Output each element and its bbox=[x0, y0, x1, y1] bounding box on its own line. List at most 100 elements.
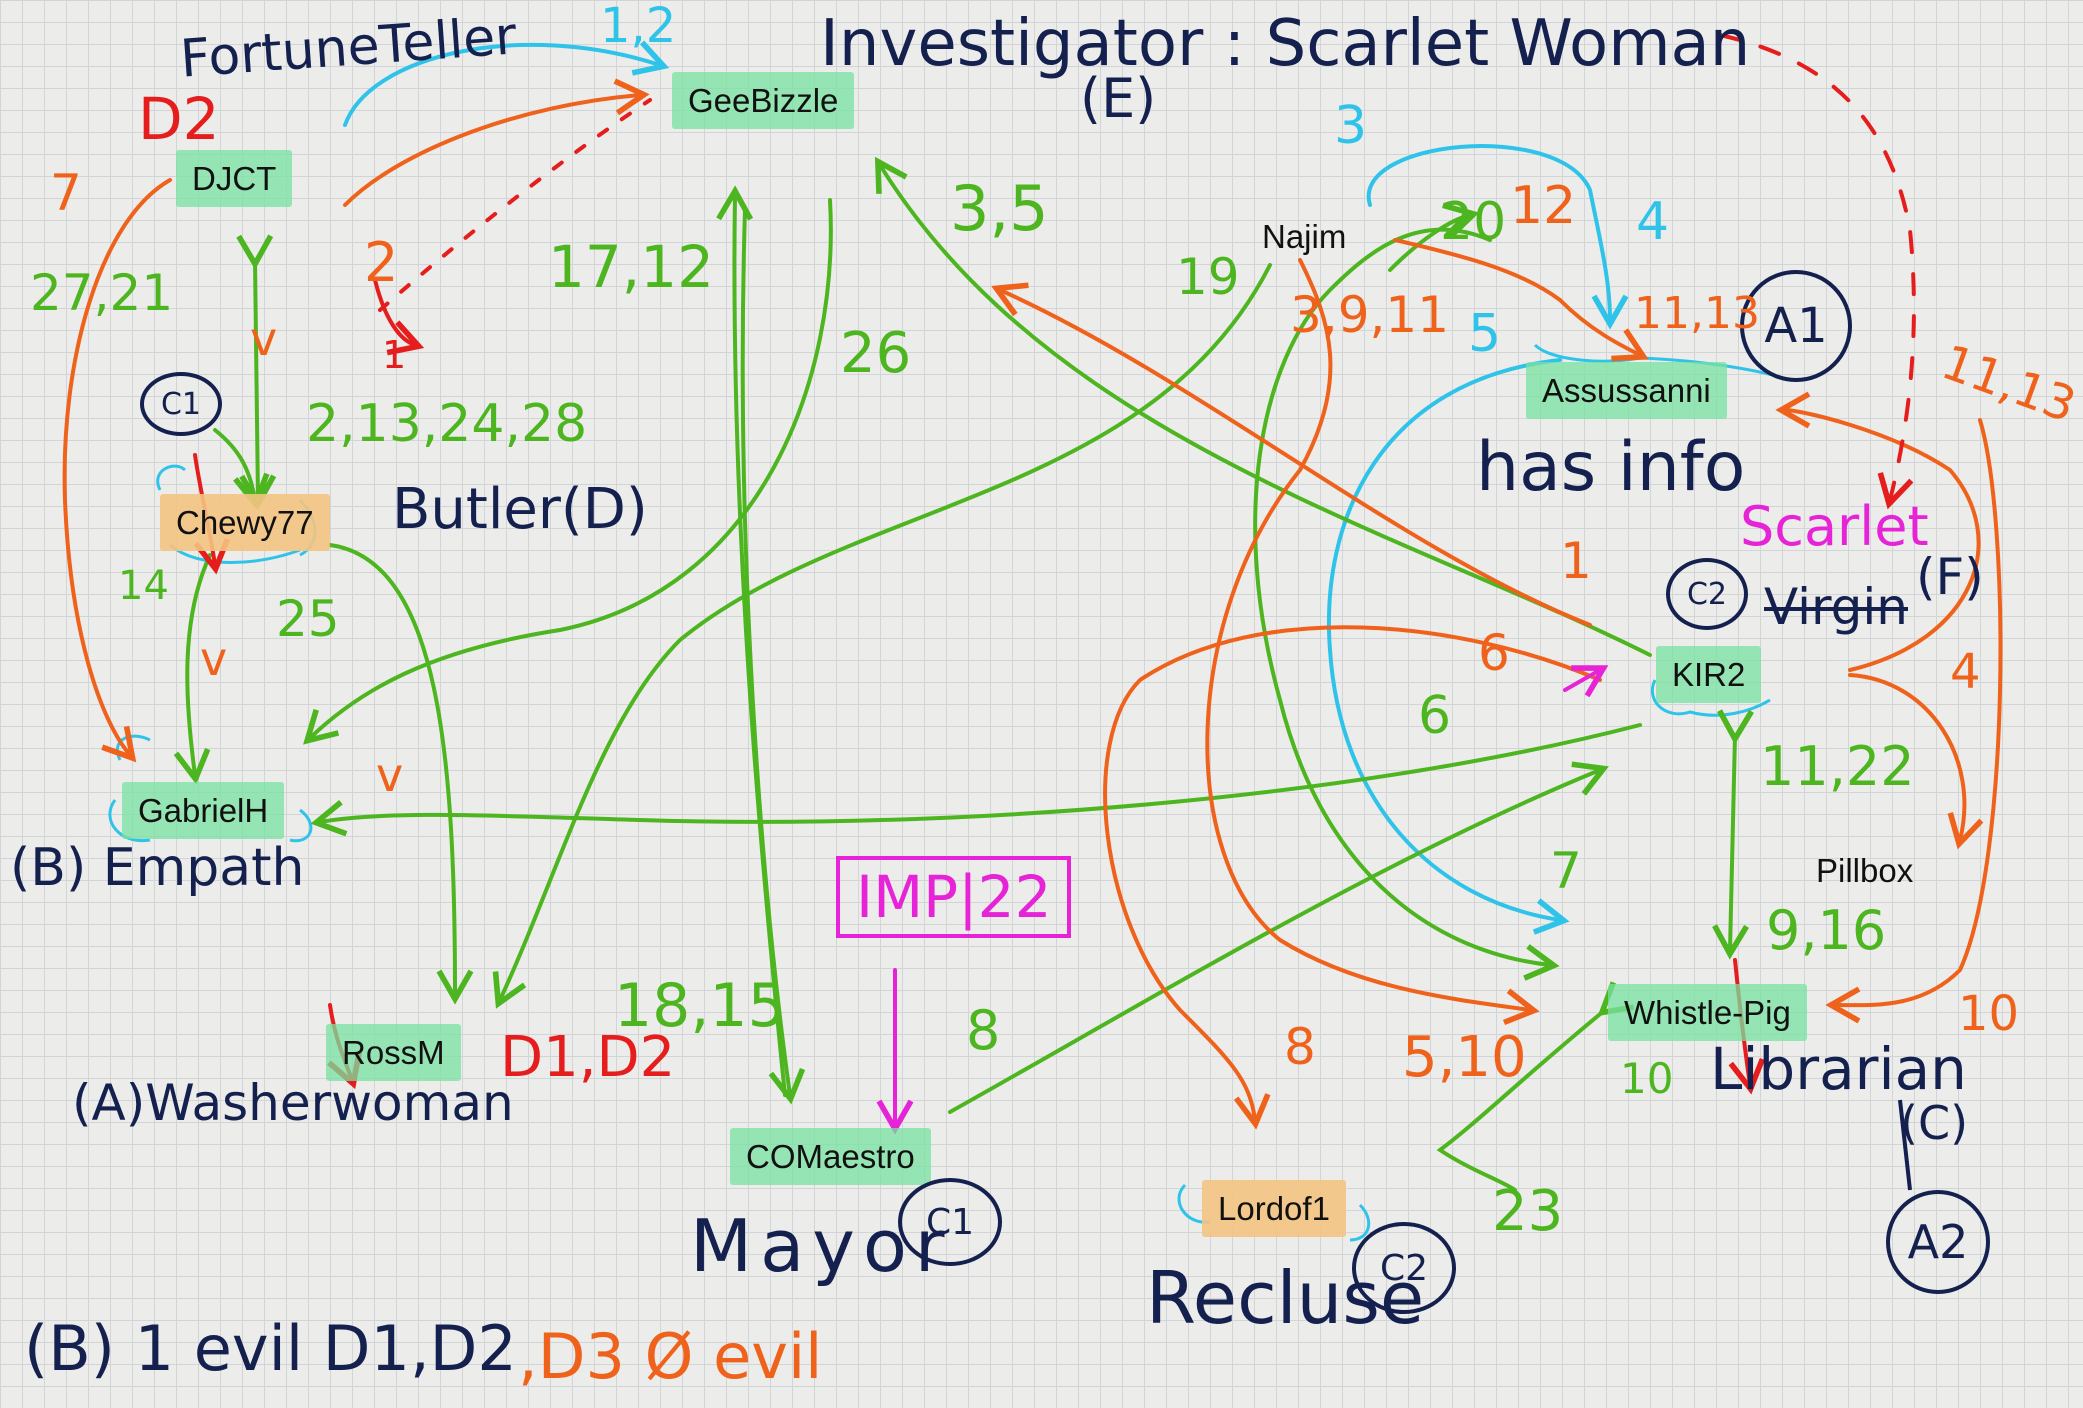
circled-c1-chewy: C1 bbox=[140, 372, 222, 436]
node-assussanni: Assussanni bbox=[1526, 362, 1727, 419]
label-20: 20 bbox=[1440, 192, 1507, 252]
node-djct: DJCT bbox=[176, 150, 293, 207]
circled-a2: A2 bbox=[1886, 1190, 1990, 1294]
label-d1-d2: D1,D2 bbox=[500, 1025, 676, 1090]
cyan-arrow-assussanni-whistle bbox=[1327, 358, 1570, 935]
circled-c1-comaestro: C1 bbox=[898, 1178, 1002, 1266]
label-27-21: 27,21 bbox=[30, 264, 174, 322]
label-11-22: 11,22 bbox=[1760, 735, 1915, 798]
green-arrow-chewy-gabriel bbox=[173, 553, 212, 785]
green-arrow-kir2-gabriel bbox=[310, 723, 1642, 837]
node-gabrielh: GabrielH bbox=[122, 782, 285, 839]
green-arrow-comaestro-kir2 bbox=[948, 761, 1609, 1114]
label-1-2: 1,2 bbox=[600, 0, 677, 54]
label-10-green: 10 bbox=[1620, 1054, 1674, 1103]
green-arrow-geebizzle-comaestro bbox=[740, 208, 806, 1105]
green-arrow-assussanni-najim bbox=[1253, 227, 1560, 981]
green-arrow-kir2-whistle bbox=[1712, 709, 1754, 960]
note-has-info: has info bbox=[1476, 428, 1746, 507]
role-empath: (B) Empath bbox=[10, 838, 305, 898]
label-25: 25 bbox=[276, 590, 340, 648]
cyan-arrow-najim-assussanni bbox=[1366, 144, 1629, 330]
navy-line-a2 bbox=[1898, 1099, 1912, 1191]
red-dashed-djct-geebizzle bbox=[378, 98, 652, 312]
green-arrow-najim-assus-20 bbox=[1388, 202, 1480, 272]
label-d2: D2 bbox=[138, 85, 220, 153]
node-whistle-pig: Whistle-Pig bbox=[1608, 984, 1807, 1041]
label-1-orange: 1 bbox=[1560, 532, 1592, 590]
label-11-13-a: 11,13 bbox=[1634, 288, 1760, 339]
green-arrow-c1-chewy bbox=[213, 428, 270, 510]
label-4-cyan: 4 bbox=[1636, 192, 1670, 252]
green-arrow-geebizzle-gabriel bbox=[303, 198, 833, 745]
orange-arrow-kir2-lordof1 bbox=[1103, 625, 1602, 1130]
label-9-16: 9,16 bbox=[1766, 899, 1887, 962]
orange-arrow-kir2-geebizzle-1 bbox=[991, 282, 1592, 627]
footer-d3-note: ,D3 Ø evil bbox=[518, 1320, 823, 1393]
green-arrow-comaestro-geebizzle bbox=[716, 185, 787, 1097]
label-12-orange: 12 bbox=[1510, 176, 1577, 236]
orange-arrow-djct-geebizzle bbox=[343, 78, 650, 207]
orange-arrow-najim-whistle bbox=[1205, 258, 1540, 1026]
circled-c2-kir2: C2 bbox=[1666, 558, 1748, 630]
orange-arrow-pillbox-assussanni bbox=[1775, 391, 1981, 672]
label-10-orange: 10 bbox=[1958, 986, 2020, 1042]
orange-arrow-djct-gabriel bbox=[62, 178, 172, 763]
red-arrow-2 bbox=[373, 278, 425, 356]
orange-arrow-najim-assussanni bbox=[1393, 238, 1649, 362]
cyan-scribble-kir2 bbox=[1651, 679, 1771, 717]
title-result: Scarlet Woman bbox=[1265, 7, 1751, 81]
node-lordof1: Lordof1 bbox=[1202, 1180, 1346, 1237]
role-scarlet-tag: (F) bbox=[1916, 548, 1984, 606]
role-virgin-struck: Virgin bbox=[1764, 578, 1908, 636]
role-washerwoman: (A)Washerwoman bbox=[72, 1074, 514, 1132]
label-7-orange: 7 bbox=[50, 164, 82, 222]
label-17-12: 17,12 bbox=[548, 233, 715, 301]
node-chewy77: Chewy77 bbox=[160, 494, 330, 551]
node-geebizzle: GeeBizzle bbox=[672, 72, 855, 129]
label-1-red: 1 bbox=[382, 333, 407, 377]
orange-arrow-kir2-pillbox-4 bbox=[1848, 673, 1984, 850]
role-butler: Butler(D) bbox=[392, 477, 648, 542]
label-6-green: 6 bbox=[1418, 686, 1452, 746]
label-18-15: 18,15 bbox=[614, 971, 786, 1041]
node-pillbox: Pillbox bbox=[1816, 852, 1914, 889]
role-scarlet: Scarlet bbox=[1740, 495, 1929, 558]
check-mark-gabriel: v bbox=[376, 748, 404, 802]
imp-box: IMP|22 bbox=[836, 856, 1072, 938]
label-2-orange: 2 bbox=[364, 231, 399, 294]
node-najim: Najim bbox=[1262, 218, 1347, 255]
green-arrow-djct-chewy bbox=[236, 234, 277, 510]
green-arrow-chewy-rossm bbox=[328, 543, 474, 1005]
label-3-cyan: 3 bbox=[1334, 96, 1368, 156]
node-rossm: RossM bbox=[326, 1024, 461, 1081]
label-8-green: 8 bbox=[966, 999, 1001, 1062]
red-dashed-scarlet bbox=[1718, 33, 1916, 510]
role-librarian-tag: (C) bbox=[1900, 1096, 1969, 1150]
role-librarian: Librarian bbox=[1710, 1035, 1967, 1103]
green-arrow-najim-rossm bbox=[492, 263, 1272, 1009]
title-role: Investigator bbox=[820, 7, 1204, 81]
node-comaestro: COMaestro bbox=[730, 1128, 931, 1185]
label-3-5: 3,5 bbox=[950, 172, 1049, 245]
footer-evil-note: (B) 1 evil D1,D2 bbox=[24, 1312, 517, 1385]
title: Investigator : Scarlet Woman bbox=[820, 12, 1750, 76]
label-2-13-24-28: 2,13,24,28 bbox=[306, 394, 588, 454]
label-5-cyan: 5 bbox=[1468, 304, 1502, 364]
check-mark-chewy: v bbox=[200, 632, 228, 686]
label-6-orange: 6 bbox=[1478, 624, 1510, 682]
label-26: 26 bbox=[840, 321, 912, 386]
label-5-10: 5,10 bbox=[1402, 1025, 1527, 1090]
label-19: 19 bbox=[1176, 248, 1240, 306]
green-arrow-whistle-lordof1-23 bbox=[1436, 981, 1635, 1192]
magenta-arrow-kir2 bbox=[1563, 665, 1609, 698]
label-7-green: 7 bbox=[1550, 842, 1582, 900]
orange-arrow-pillbox-whistle bbox=[1825, 418, 2003, 1024]
title-tag: (E) bbox=[1080, 67, 1157, 130]
label-3-9-11: 3,9,11 bbox=[1290, 286, 1450, 344]
circled-a1: A1 bbox=[1740, 270, 1852, 382]
node-kir2: KIR2 bbox=[1656, 646, 1762, 703]
label-8-orange: 8 bbox=[1284, 1018, 1316, 1076]
label-4-orange: 4 bbox=[1950, 644, 1981, 700]
